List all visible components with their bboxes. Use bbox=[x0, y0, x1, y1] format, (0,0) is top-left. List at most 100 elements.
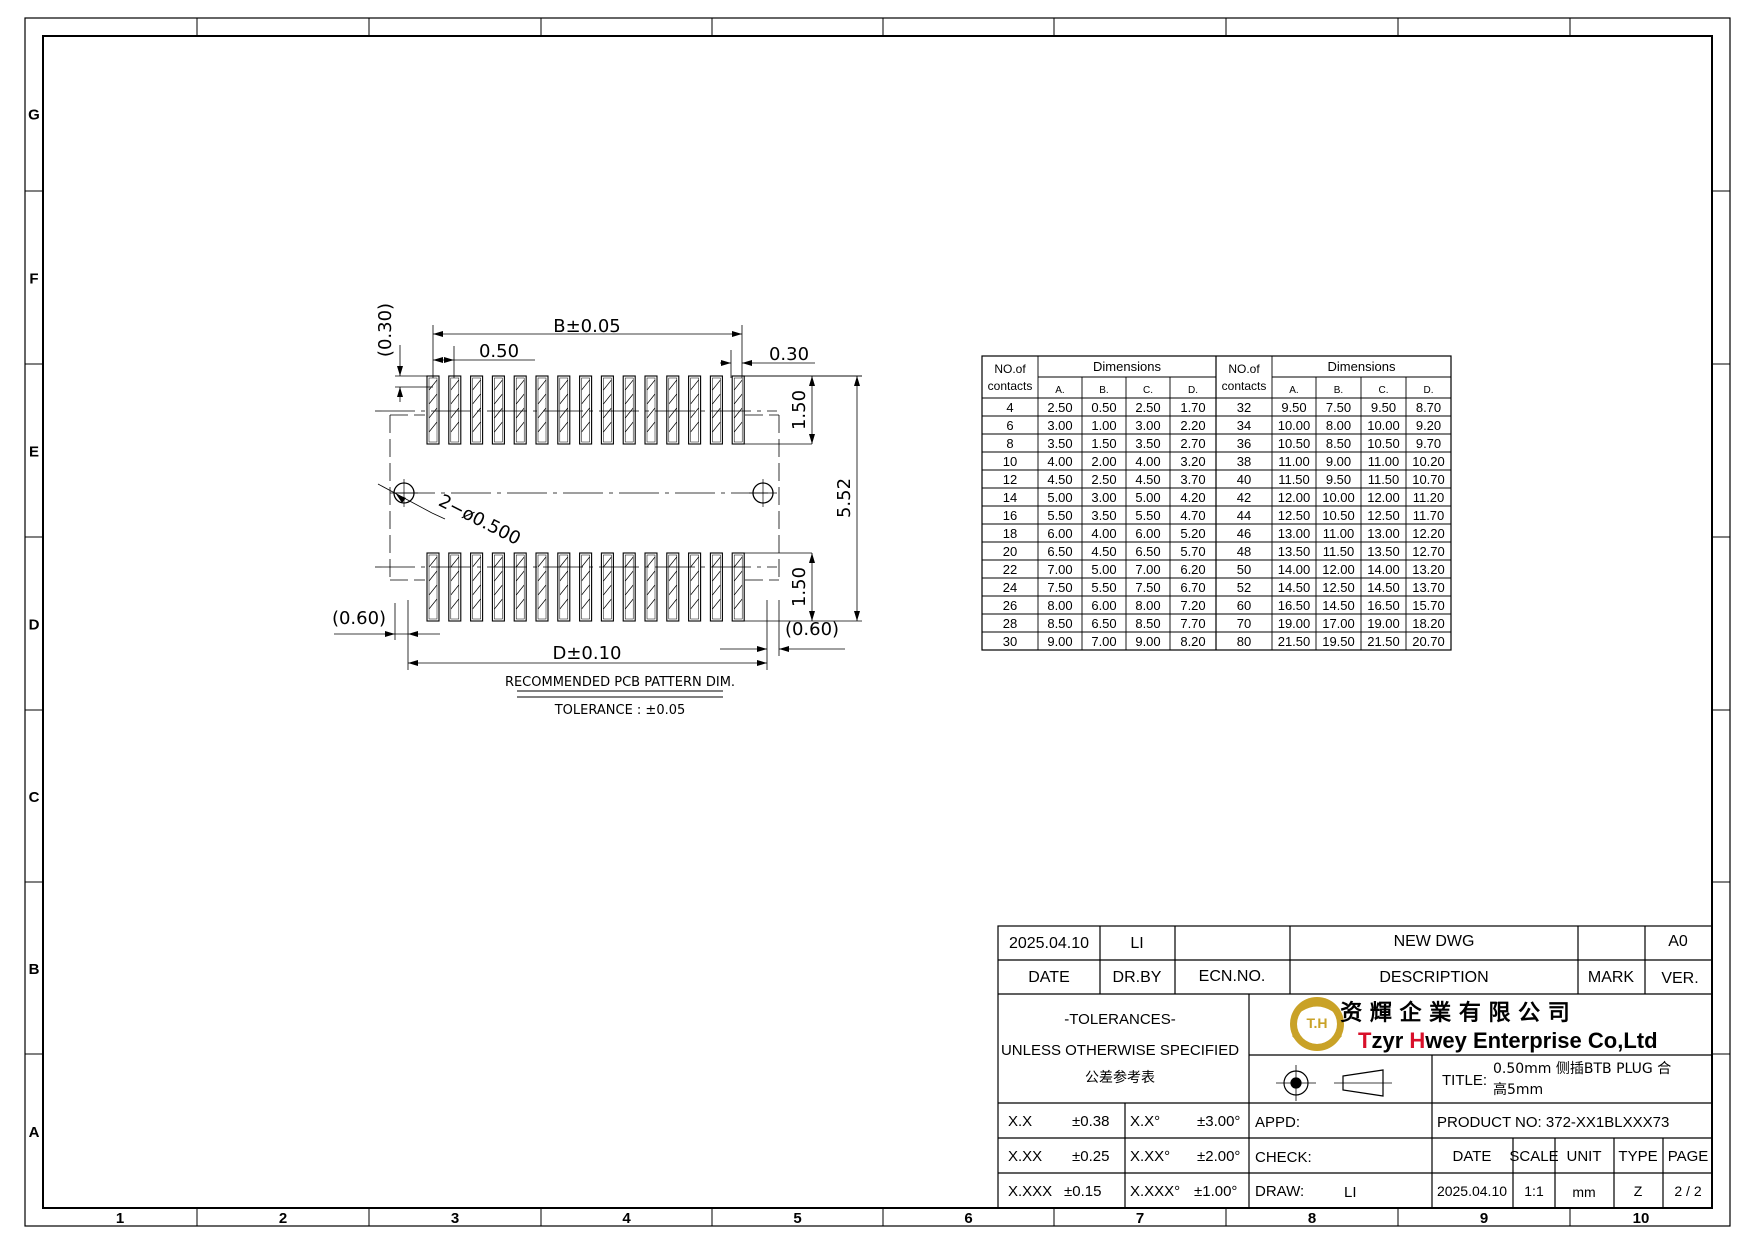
table-cell: 6.20 bbox=[1180, 562, 1205, 577]
tol-row-1-angle-val: ±3.00° bbox=[1197, 1113, 1240, 1130]
table-cell: 2.70 bbox=[1180, 436, 1205, 451]
table-cell: 3.00 bbox=[1091, 490, 1116, 505]
column-header: A. bbox=[1289, 385, 1298, 396]
table-cell: 14.00 bbox=[1278, 562, 1311, 577]
table-cell: 2.00 bbox=[1091, 454, 1116, 469]
tol-row-3-angle-val: ±1.00° bbox=[1194, 1183, 1237, 1200]
table-cell: 1.00 bbox=[1091, 418, 1116, 433]
pcb-pad bbox=[644, 375, 658, 445]
zone-column-label: 10 bbox=[1633, 1210, 1650, 1227]
table-cell: 2.20 bbox=[1180, 418, 1205, 433]
table-cell: 4.70 bbox=[1180, 508, 1205, 523]
table-cell: 19.00 bbox=[1367, 616, 1400, 631]
type-header: TYPE bbox=[1618, 1148, 1657, 1165]
contacts-header: contacts bbox=[988, 379, 1033, 393]
column-header: C. bbox=[1143, 385, 1153, 396]
table-cell: 17.00 bbox=[1322, 616, 1355, 631]
table-cell: 9.00 bbox=[1135, 634, 1160, 649]
table-cell: 11.50 bbox=[1368, 472, 1400, 487]
table-cell: 1.50 bbox=[1091, 436, 1116, 451]
page-value: 2 / 2 bbox=[1674, 1183, 1701, 1199]
table-cell: 28 bbox=[1003, 616, 1017, 631]
table-cell: 4.50 bbox=[1135, 472, 1160, 487]
table-cell: 16 bbox=[1003, 508, 1017, 523]
unit-header: UNIT bbox=[1567, 1148, 1602, 1165]
table-cell: 48 bbox=[1237, 544, 1251, 559]
zone-column-label: 5 bbox=[793, 1210, 801, 1227]
table-cell: 5.00 bbox=[1047, 490, 1072, 505]
dim-b-text: B±0.05 bbox=[553, 316, 621, 337]
company-name-en: Tzyr Hwey Enterprise Co,Ltd bbox=[1358, 1028, 1658, 1053]
dim-060-left-text: (0.60) bbox=[332, 608, 386, 629]
column-header: D. bbox=[1188, 385, 1198, 396]
tol-unless: UNLESS OTHERWISE SPECIFIED bbox=[1001, 1042, 1239, 1059]
table-cell: 13.70 bbox=[1412, 580, 1445, 595]
table-cell: 5.00 bbox=[1135, 490, 1160, 505]
pcb-tolerance: TOLERANCE : ±0.05 bbox=[554, 703, 686, 718]
company-name-cn: 资 輝 企 業 有 限 公 司 bbox=[1340, 1000, 1570, 1026]
pcb-pad bbox=[491, 552, 505, 622]
contacts-header: contacts bbox=[1222, 379, 1267, 393]
rev-ver: A0 bbox=[1668, 933, 1688, 950]
table-cell: 1.70 bbox=[1180, 400, 1205, 415]
table-cell: 9.50 bbox=[1371, 400, 1396, 415]
table-cell: 4.50 bbox=[1047, 472, 1072, 487]
table-cell: 19.00 bbox=[1278, 616, 1311, 631]
table-cell: 10.00 bbox=[1278, 418, 1311, 433]
table-cell: 7.20 bbox=[1180, 598, 1205, 613]
dim-150-top-text: 1.50 bbox=[789, 390, 810, 430]
table-cell: 10.70 bbox=[1412, 472, 1445, 487]
pcb-pad bbox=[470, 552, 484, 622]
third-angle-projection-icon bbox=[1276, 1065, 1392, 1101]
zone-row-label: A bbox=[29, 1124, 40, 1141]
check-label: CHECK: bbox=[1255, 1149, 1312, 1166]
column-header: A. bbox=[1055, 385, 1064, 396]
table-cell: 4.00 bbox=[1135, 454, 1160, 469]
table-cell: 12.00 bbox=[1367, 490, 1400, 505]
zone-row-label: B bbox=[29, 961, 40, 978]
contacts-header: NO.of bbox=[994, 362, 1026, 376]
table-cell: 40 bbox=[1237, 472, 1251, 487]
table-cell: 6.00 bbox=[1135, 526, 1160, 541]
pcb-pad bbox=[666, 552, 680, 622]
table-cell: 34 bbox=[1237, 418, 1251, 433]
scale-value: 1:1 bbox=[1524, 1183, 1544, 1199]
pcb-pad bbox=[557, 552, 571, 622]
pcb-pad bbox=[579, 375, 593, 445]
dim-060-right-text: (0.60) bbox=[785, 619, 839, 640]
pcb-pad bbox=[426, 552, 440, 622]
table-cell: 5.50 bbox=[1135, 508, 1160, 523]
bottom-date-value: 2025.04.10 bbox=[1437, 1183, 1507, 1199]
dim-150-bottom-text: 1.50 bbox=[789, 567, 810, 607]
pads-bottom-row bbox=[426, 552, 745, 622]
pcb-pad bbox=[600, 552, 614, 622]
zone-column-label: 7 bbox=[1136, 1210, 1144, 1227]
pcb-pad bbox=[579, 552, 593, 622]
table-cell: 7.00 bbox=[1135, 562, 1160, 577]
table-cell: 8.50 bbox=[1135, 616, 1160, 631]
table-cell: 8.00 bbox=[1047, 598, 1072, 613]
table-cell: 42 bbox=[1237, 490, 1251, 505]
pcb-pad bbox=[600, 375, 614, 445]
table-cell: 3.50 bbox=[1091, 508, 1116, 523]
table-cell: 11.00 bbox=[1368, 454, 1400, 469]
drawer-name: LI bbox=[1344, 1184, 1357, 1201]
table-cell: 9.00 bbox=[1326, 454, 1351, 469]
table-cell: 30 bbox=[1003, 634, 1017, 649]
zone-row-label: E bbox=[29, 444, 39, 461]
table-cell: 0.50 bbox=[1091, 400, 1116, 415]
title-label: TITLE: bbox=[1442, 1072, 1487, 1089]
zone-row-label: D bbox=[29, 617, 40, 634]
table-cell: 11.50 bbox=[1278, 472, 1310, 487]
table-cell: 26 bbox=[1003, 598, 1017, 613]
table-cell: 6.00 bbox=[1091, 598, 1116, 613]
table-cell: 12.50 bbox=[1367, 508, 1400, 523]
table-cell: 22 bbox=[1003, 562, 1017, 577]
table-cell: 18 bbox=[1003, 526, 1017, 541]
table-cell: 4.20 bbox=[1180, 490, 1205, 505]
table-cell: 12.00 bbox=[1322, 562, 1355, 577]
rev-drby: LI bbox=[1130, 935, 1143, 952]
zone-column-label: 8 bbox=[1308, 1210, 1316, 1227]
